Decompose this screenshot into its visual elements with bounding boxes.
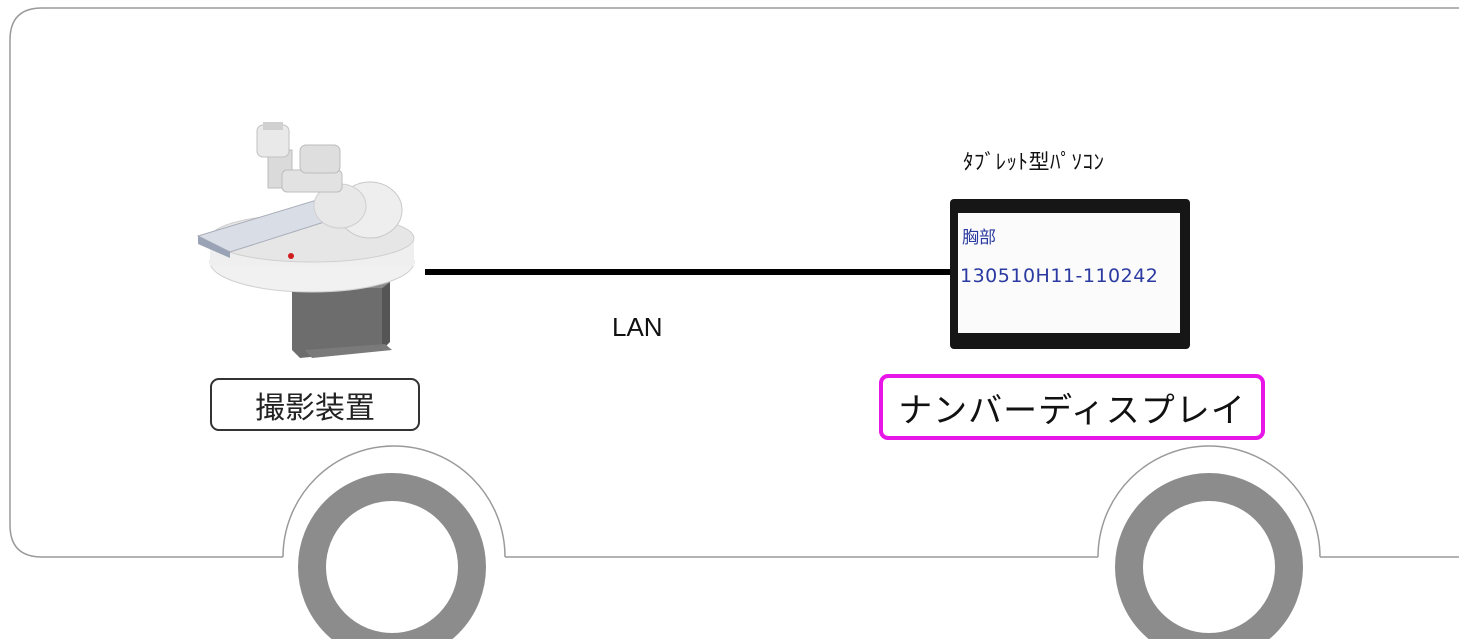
number-display-label: ナンバーディスプレイ xyxy=(879,374,1265,440)
tablet-label: ﾀﾌﾞﾚｯﾄ型ﾊﾟｿｺﾝ xyxy=(963,150,1105,174)
tablet-screen: 胸部 130510H11-110242 xyxy=(958,213,1180,333)
right-wheel xyxy=(1115,473,1303,639)
left-wheel xyxy=(298,473,486,639)
tablet-screen-exam-number: 130510H11-110242 xyxy=(960,265,1159,287)
vehicle-body-outline xyxy=(9,7,1459,558)
right-wheel-arch xyxy=(1097,445,1321,558)
imaging-device-label: 撮影装置 xyxy=(210,378,420,431)
x-ray-device-icon xyxy=(196,122,415,358)
left-wheel-arch xyxy=(282,445,506,558)
tablet-screen-body-part: 胸部 xyxy=(962,228,996,248)
lan-label: LAN xyxy=(612,312,663,342)
tablet-pc-icon: 胸部 130510H11-110242 xyxy=(950,199,1190,349)
